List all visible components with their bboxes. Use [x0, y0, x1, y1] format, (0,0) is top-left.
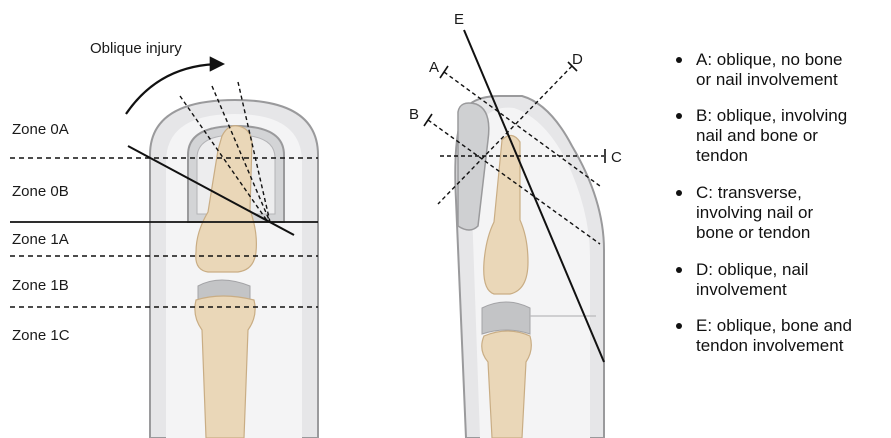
line-label-b: B: [409, 106, 419, 123]
zone-label-0b: Zone 0B: [12, 183, 69, 200]
legend-line: A: oblique, no bone: [696, 50, 843, 69]
oblique-injury-label: Oblique injury: [90, 40, 182, 57]
left-finger-illustration: [150, 100, 318, 438]
legend-item-b: B: oblique, involving nail and bone or t…: [672, 106, 887, 166]
right-dip-joint: [482, 302, 530, 334]
legend-line: tendon: [696, 146, 748, 165]
zone-label-1b: Zone 1B: [12, 277, 69, 294]
bullet-icon: [676, 190, 682, 196]
bullet-icon: [676, 113, 682, 119]
legend-item-e: E: oblique, bone and tendon involvement: [672, 316, 887, 356]
bullet-icon: [676, 267, 682, 273]
zone-label-0a: Zone 0A: [12, 121, 69, 138]
line-label-a: A: [429, 59, 439, 76]
legend-line: involvement: [696, 280, 787, 299]
legend-line: involving nail or: [696, 203, 813, 222]
legend-item-a: A: oblique, no bone or nail involvement: [672, 50, 887, 90]
line-a-tick: [440, 66, 448, 78]
legend: A: oblique, no bone or nail involvement …: [672, 50, 887, 356]
legend-item-d: D: oblique, nail involvement: [672, 260, 887, 300]
line-label-c: C: [611, 149, 622, 166]
bullet-icon: [676, 323, 682, 329]
line-b-tick: [424, 114, 432, 126]
legend-line: or nail involvement: [696, 70, 838, 89]
zone-label-1a: Zone 1A: [12, 231, 69, 248]
legend-line: D: oblique, nail: [696, 260, 808, 279]
right-finger-illustration: [455, 96, 604, 438]
legend-item-c: C: transverse, involving nail or bone or…: [672, 183, 887, 243]
line-label-e: E: [454, 11, 464, 28]
legend-line: B: oblique, involving: [696, 106, 847, 125]
legend-line: tendon involvement: [696, 336, 843, 355]
zone-label-1c: Zone 1C: [12, 327, 70, 344]
legend-line: nail and bone or: [696, 126, 818, 145]
legend-line: E: oblique, bone and: [696, 316, 852, 335]
legend-line: C: transverse,: [696, 183, 802, 202]
line-label-d: D: [572, 51, 583, 68]
legend-line: bone or tendon: [696, 223, 810, 242]
bullet-icon: [676, 57, 682, 63]
